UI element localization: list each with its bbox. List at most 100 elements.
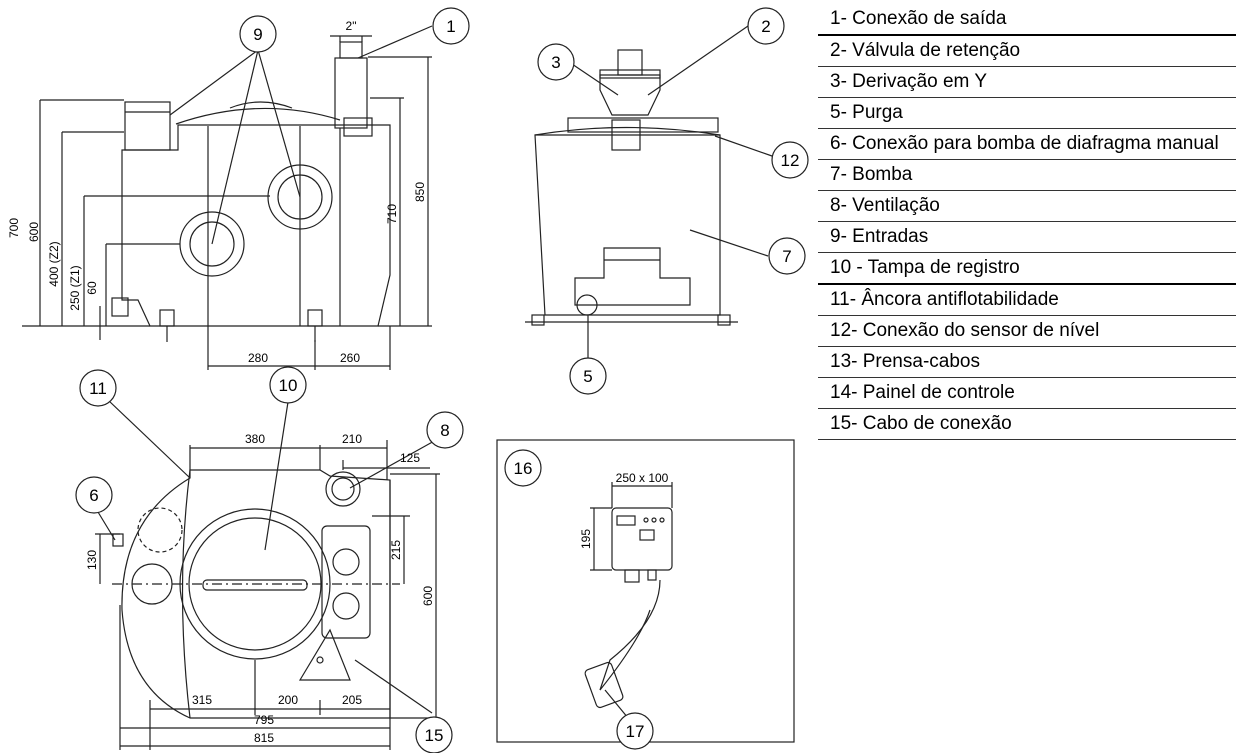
callout-17: 17 [626,722,645,741]
ventilation-circle [325,471,361,507]
pump-shape [574,247,691,306]
callout-12: 12 [781,151,800,170]
pump-box [321,525,371,639]
callout-1-circle [432,7,470,45]
callout-5-circle [569,357,607,395]
callouts [75,7,809,753]
callout-2: 2 [761,17,770,36]
dimension-labels: 2" 700 600 400 (Z2) 250 (Z1) 60 710 850 … [7,19,669,745]
callout-6-circle [75,476,113,514]
check-valve [599,74,661,116]
dim-315: 315 [192,693,212,707]
dim-125: 125 [400,451,420,465]
legend-item: 13- Prensa-cabos [818,347,1236,378]
legend-item: 6- Conexão para bomba de diafragma manua… [818,129,1236,160]
legend-item: 9- Entradas [818,222,1236,253]
callout-9-circle [239,15,277,53]
dim-205: 205 [342,693,362,707]
callout-5: 5 [583,367,592,386]
legend-item: 12- Conexão do sensor de nível [818,316,1236,347]
front-tank-body [121,124,391,327]
top-tank-outline [121,469,391,719]
dim-2in: 2" [346,19,357,33]
callout-8: 8 [440,421,449,440]
callout-17-circle [616,712,654,750]
dim-210: 210 [342,432,362,446]
callout-3: 3 [551,53,560,72]
front-tank-top [175,107,341,125]
callout-12-circle [771,141,809,179]
dim-280: 280 [248,351,268,365]
callout-1: 1 [446,17,455,36]
leader-12 [714,135,773,157]
dim-60: 60 [85,281,99,295]
leader-8 [349,439,437,489]
dim-710: 710 [385,204,399,224]
legend-item: 2- Válvula de retenção [818,36,1236,67]
legend-item: 8- Ventilação [818,191,1236,222]
callout-8-circle [426,411,464,449]
callout-9: 9 [253,25,262,44]
callout-7: 7 [782,247,791,266]
dim-260: 260 [340,351,360,365]
dim-215: 215 [389,540,403,560]
callout-labels: 1 2 3 9 12 7 5 11 10 8 6 15 16 17 [89,17,799,745]
leader-9c [257,49,301,198]
leader-6 [97,511,116,541]
dim-795: 795 [254,713,274,727]
side-tank-body [534,134,721,316]
dim-195: 195 [579,529,593,549]
top-view [95,399,440,750]
purge-circle [576,294,598,316]
leader-2 [647,25,749,96]
legend-item: 5- Purga [818,98,1236,129]
leader-3 [571,63,619,96]
callout-6: 6 [89,486,98,505]
dim-380: 380 [245,432,265,446]
inlet-circle-2 [267,164,333,230]
control-panel-box [496,439,795,743]
dim-600b: 600 [421,586,435,606]
callout-15-circle [415,716,453,753]
left-inlet-pipe [124,101,171,151]
legend: 1- Conexão de saída 2- Válvula de retenç… [818,4,1236,440]
dim-250x100: 250 x 100 [616,471,669,485]
leader-9a [169,49,259,116]
front-view [22,25,433,370]
legend-item: 11- Âncora antiflotabilidade [818,285,1236,316]
leader-10 [264,401,289,551]
callout-7-circle [768,237,806,275]
dim-250: 250 (Z1) [68,265,82,310]
callout-3-circle [537,43,575,81]
dim-200: 200 [278,693,298,707]
callout-10-circle [269,366,307,404]
leader-11 [107,399,191,479]
control-panel-frame [496,439,795,743]
legend-item: 1- Conexão de saída [818,4,1236,36]
legend-item: 15- Cabo de conexão [818,409,1236,440]
callout-16-circle [504,449,542,487]
leader-1 [357,25,433,59]
callout-16: 16 [514,459,533,478]
dim-815: 815 [254,731,274,745]
legend-item: 10 - Tampa de registro [818,253,1236,285]
leader-15 [354,659,433,714]
callout-11: 11 [89,379,107,398]
dim-600: 600 [27,222,41,242]
side-view [525,25,773,358]
leader-9b [211,49,259,245]
dim-850: 850 [413,182,427,202]
callout-10: 10 [279,376,298,395]
callout-2-circle [747,7,785,45]
leader-7 [689,229,769,257]
legend-item: 14- Painel de controle [818,378,1236,409]
callout-11-circle [79,369,117,407]
legend-item: 3- Derivação em Y [818,67,1236,98]
callout-15: 15 [425,726,444,745]
dim-400: 400 (Z2) [47,241,61,286]
dim-130: 130 [85,550,99,570]
legend-item: 7- Bomba [818,160,1236,191]
control-panel-device [611,507,673,571]
dim-700: 700 [7,218,21,238]
